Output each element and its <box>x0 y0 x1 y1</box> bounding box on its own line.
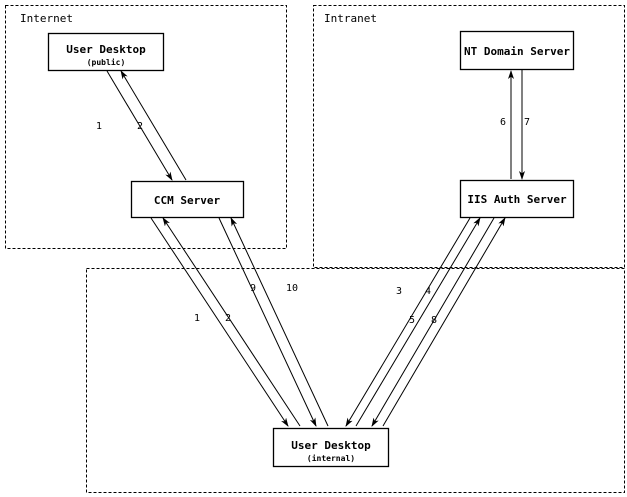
flow-line-1-public-to-ccm <box>106 70 173 181</box>
zone-internal-boundary <box>86 268 625 493</box>
flow-line-4-internal-to-iis <box>355 217 481 427</box>
node-title-iis-auth-server: IIS Auth Server <box>467 193 567 206</box>
node-title-ccm-server: CCM Server <box>154 194 221 207</box>
step-label-1-public-ccm: 1 <box>96 121 102 132</box>
step-label-8-iis-internal: 8 <box>431 315 437 326</box>
step-label-2-public-ccm: 2 <box>137 121 143 132</box>
step-label-4-iis-internal: 4 <box>425 286 431 297</box>
step-label-5-iis-internal: 5 <box>409 315 415 326</box>
node-box-ccm-server[interactable] <box>130 180 245 219</box>
node-user-desktop-internal[interactable]: User Desktop (internal) <box>272 427 390 468</box>
step-label-1-ccm-internal: 1 <box>194 313 200 324</box>
node-iis-auth-server[interactable]: IIS Auth Server <box>459 179 575 219</box>
node-user-desktop-public[interactable]: User Desktop (public) <box>47 32 165 72</box>
node-box-iis-auth-server[interactable] <box>459 179 575 219</box>
node-box-user-desktop-internal[interactable] <box>272 427 390 468</box>
node-title-user-desktop-public: User Desktop <box>66 43 146 56</box>
step-label-6-iis-nt: 6 <box>500 117 506 128</box>
node-nt-domain-server[interactable]: NT Domain Server <box>459 30 575 71</box>
node-box-user-desktop-public[interactable] <box>47 32 165 72</box>
flow-line-8-internal-to-iis <box>382 217 506 427</box>
zone-intranet-boundary <box>313 5 625 268</box>
node-ccm-server[interactable]: CCM Server <box>130 180 245 219</box>
step-label-2-ccm-internal: 2 <box>225 313 231 324</box>
zone-label-internet: Internet <box>20 12 73 25</box>
step-label-10-ccm-internal: 10 <box>286 283 298 294</box>
flow-line-5-iis-to-internal <box>371 217 495 427</box>
node-subtitle-user-desktop-internal: (internal) <box>307 453 355 463</box>
flow-line-9-ccm-to-internal <box>218 217 317 427</box>
step-label-3-iis-internal: 3 <box>396 286 402 297</box>
zone-label-intranet: Intranet <box>324 12 377 25</box>
node-subtitle-user-desktop-public: (public) <box>87 57 126 67</box>
node-box-nt-domain-server[interactable] <box>459 30 575 71</box>
flow-line-1-ccm-to-internal <box>150 217 289 427</box>
flow-line-2-ccm-to-public <box>120 70 187 181</box>
node-title-user-desktop-internal: User Desktop <box>291 439 371 452</box>
flow-line-2-internal-to-ccm <box>162 217 301 427</box>
node-title-nt-domain-server: NT Domain Server <box>464 45 570 58</box>
zone-internet-boundary <box>5 5 287 249</box>
step-label-9-ccm-internal: 9 <box>250 283 256 294</box>
flow-line-10-internal-to-ccm <box>230 217 329 427</box>
flow-line-3-iis-to-internal <box>345 217 471 427</box>
step-label-7-nt-iis: 7 <box>524 117 530 128</box>
